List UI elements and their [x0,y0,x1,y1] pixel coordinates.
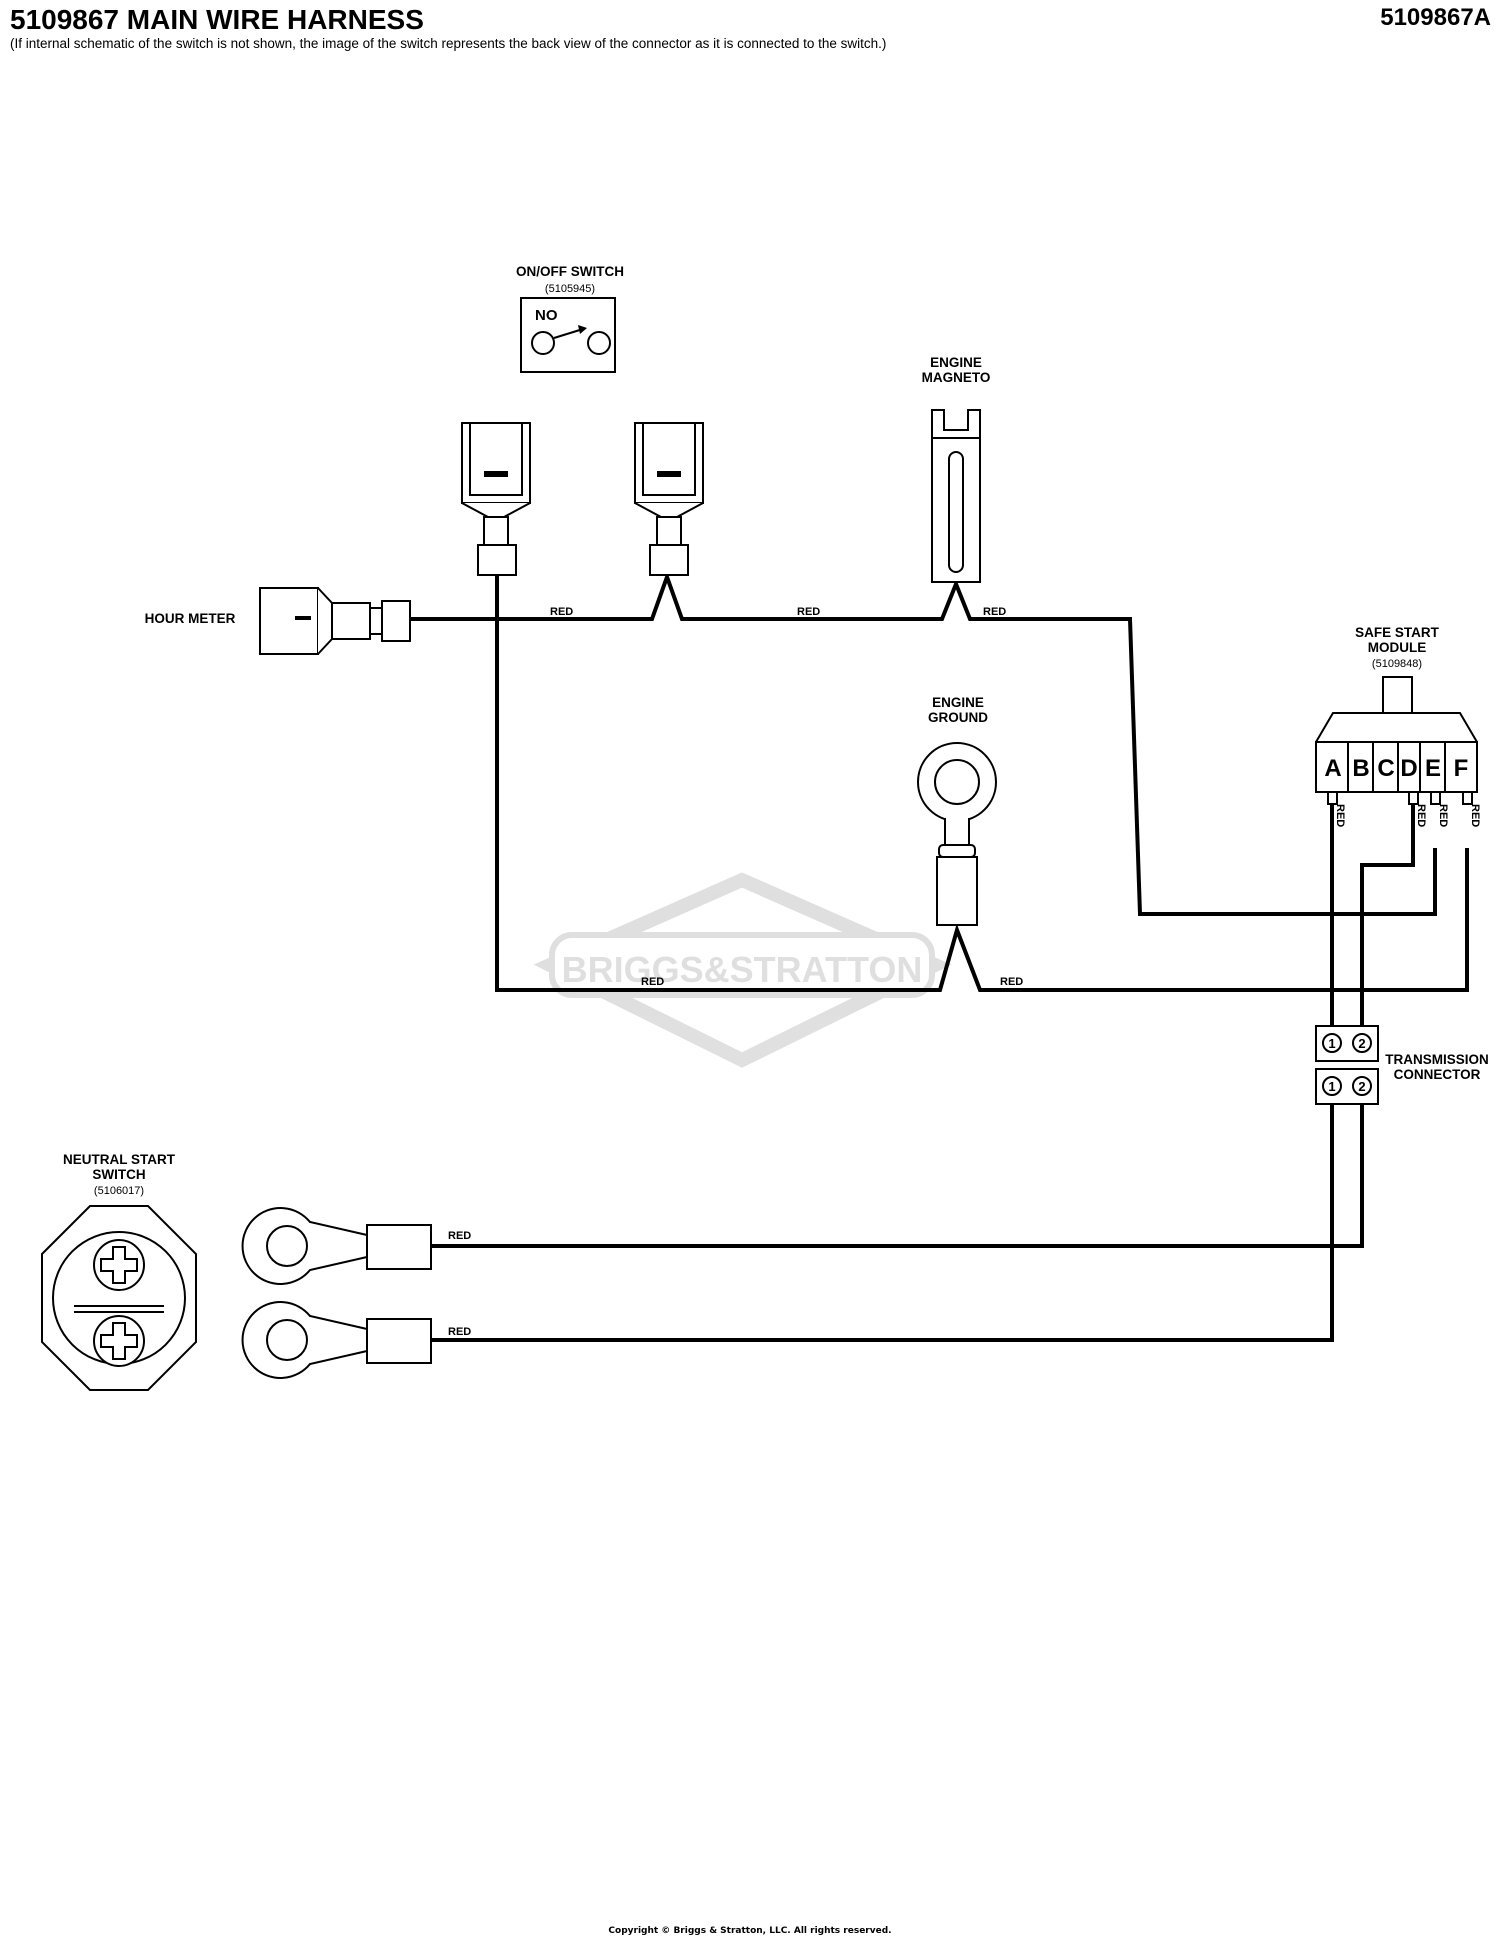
wire-labels: RED RED RED RED RED RED RED RED RED RED … [448,606,1481,1338]
wire-label: RED [1000,976,1023,988]
engine-ground-label-1: ENGINE [932,695,984,710]
module-pin-a: A [1324,755,1341,782]
wire-label: RED [641,976,664,988]
module-pin-d: D [1400,755,1417,782]
wires [410,571,1469,1342]
switch-terminal-1 [461,422,531,576]
document-id: 5109867A [1380,4,1491,31]
page-subtitle: (If internal schematic of the switch is … [10,36,887,51]
safe-start-label-2: MODULE [1368,640,1427,655]
page-title: 5109867 MAIN WIRE HARNESS [10,4,424,35]
switch-contact-label: NO [535,307,558,324]
trans-pin-2-upper: 2 [1358,1036,1365,1051]
on-off-switch: ON/OFF SWITCH (5105945) NO [516,264,624,373]
module-pin-e: E [1425,755,1441,782]
on-off-switch-part: (5105945) [545,283,595,295]
wire-label: RED [1437,804,1449,827]
safe-start-label-1: SAFE START [1355,625,1440,640]
wire-label: RED [797,606,820,618]
watermark: BRIGGS&STRATTON [533,872,952,1068]
transmission-connector: 1 2 1 2 TRANSMISSION CONNECTOR [1315,1025,1489,1105]
hour-meter-label: HOUR METER [145,611,236,626]
trans-pin-1-upper: 1 [1328,1036,1335,1051]
wire-module-d-to-trans-2 [1360,800,1415,1044]
wire-label: RED [448,1230,471,1242]
wire-switch-to-ground [495,575,1469,992]
hour-meter: HOUR METER [145,587,411,655]
neutral-ring-terminal-upper [241,1207,432,1285]
module-pin-c: C [1377,755,1394,782]
on-off-switch-label: ON/OFF SWITCH [516,264,624,279]
trans-pin-1-lower: 1 [1328,1079,1335,1094]
engine-magneto-label-1: ENGINE [930,355,982,370]
wire-label: RED [1334,804,1346,827]
wire-label: RED [1415,804,1427,827]
switch-terminal-2 [634,422,704,576]
wire-label: RED [1469,804,1481,827]
trans-pin-2-lower: 2 [1358,1079,1365,1094]
wire-trans-2-to-neutral-upper [430,1080,1364,1248]
watermark-text: BRIGGS&STRATTON [562,949,923,990]
safe-start-part: (5109848) [1372,658,1422,670]
wire-trans-1-to-neutral-lower [430,1080,1334,1342]
copyright-footer: Copyright © Briggs & Stratton, LLC. All … [608,1926,892,1936]
neutral-switch-part: (5106017) [94,1185,144,1197]
wire-hour-meter-to-module [410,571,1437,916]
neutral-ring-terminal-lower [241,1301,432,1379]
neutral-start-switch: NEUTRAL START SWITCH (5106017) [41,1152,197,1391]
module-pin-b: B [1352,755,1369,782]
engine-ground: ENGINE GROUND [917,695,997,926]
wire-label: RED [550,606,573,618]
neutral-switch-label-2: SWITCH [92,1167,145,1182]
transmission-label-2: CONNECTOR [1394,1067,1481,1082]
engine-magneto-label-2: MAGNETO [922,370,991,385]
engine-ground-label-2: GROUND [928,710,988,725]
wire-label: RED [448,1326,471,1338]
module-pin-f: F [1454,755,1469,782]
wire-label: RED [983,606,1006,618]
safe-start-module: SAFE START MODULE (5109848) A B C D E F [1315,625,1478,805]
engine-magneto: ENGINE MAGNETO [922,355,991,583]
neutral-switch-label-1: NEUTRAL START [63,1152,176,1167]
transmission-label-1: TRANSMISSION [1385,1052,1489,1067]
